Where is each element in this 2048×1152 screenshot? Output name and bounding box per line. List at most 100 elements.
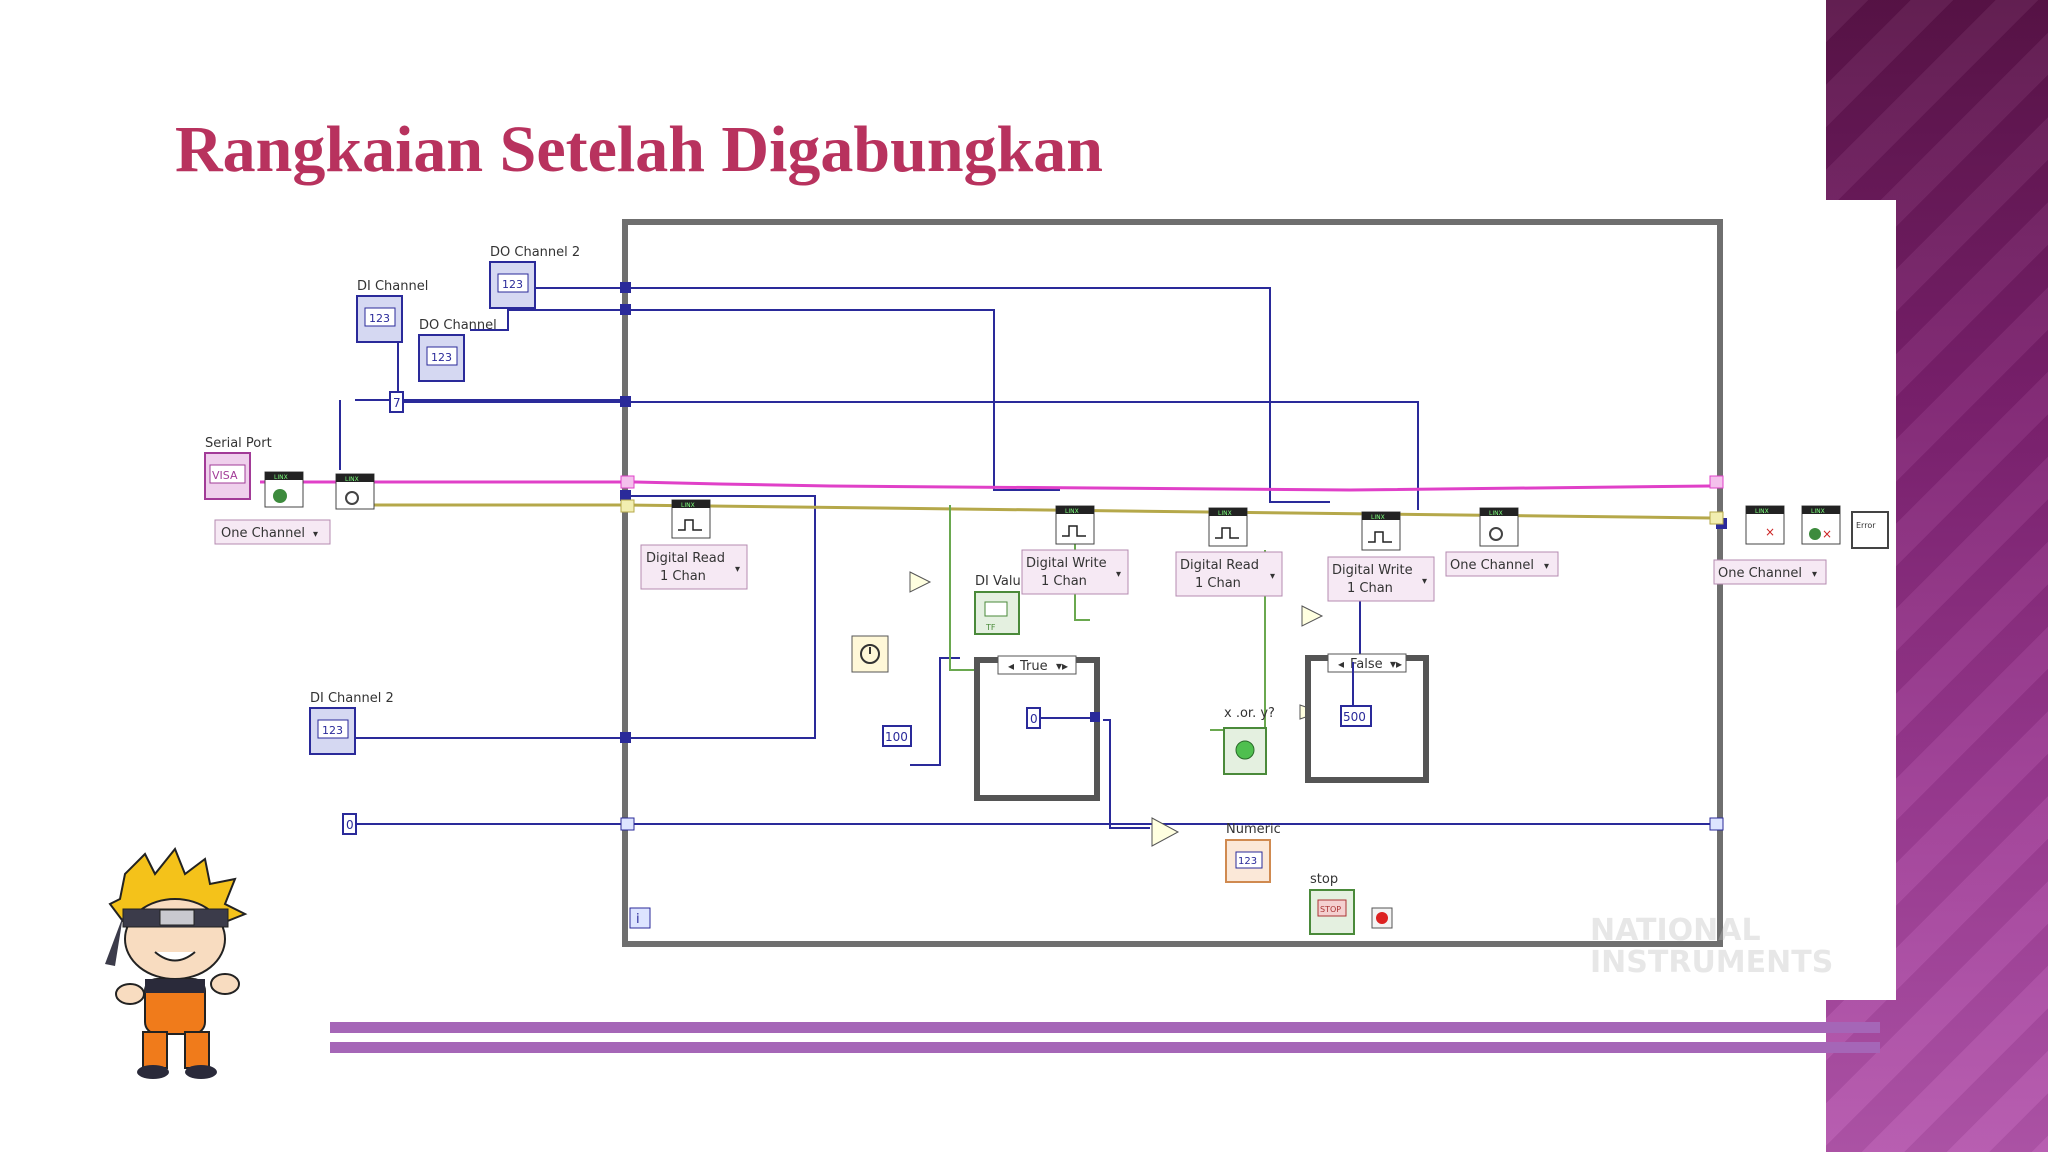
svg-text:▾: ▾ [1544,561,1549,572]
linx-digital-write-node-2: LINX [1361,511,1401,551]
one-channel-selector-2[interactable]: One Channel ▾ [1445,551,1559,577]
loop-iteration-terminal: i [629,907,651,929]
while-loop-frame [622,219,1723,947]
svg-text:Digital Read: Digital Read [1180,558,1259,573]
svg-text:True: True [1019,659,1048,674]
svg-text:7: 7 [393,396,401,410]
svg-text:stop: stop [1310,872,1338,887]
digital-read-selector-2[interactable]: Digital Read 1 Chan ▾ [1175,551,1283,597]
svg-text:DI Channel: DI Channel [357,279,428,294]
cartoon-character-image [25,804,330,1106]
svg-text:LINX: LINX [1218,510,1232,517]
svg-text:▾: ▾ [1422,576,1427,587]
svg-text:False: False [1350,657,1383,672]
svg-text:Digital Write: Digital Write [1026,556,1107,571]
svg-text:One Channel: One Channel [221,526,305,541]
svg-text:123: 123 [322,724,343,737]
svg-text:1 Chan: 1 Chan [660,569,706,584]
not-gate-1 [909,571,932,593]
shift-register-visa-right [1709,475,1724,489]
timer-icon [851,635,889,673]
linx-open-node: LINX [264,471,304,508]
svg-text:◂: ◂ [1338,657,1344,671]
svg-text:×: × [1822,527,1832,541]
case-structure-true: ◂ True ▾▸ 0 [974,655,1100,801]
svg-text:Numeric: Numeric [1226,822,1281,837]
svg-text:DO Channel: DO Channel [419,318,497,333]
svg-text:▾: ▾ [1812,569,1817,580]
svg-text:i: i [636,912,640,927]
svg-text:VISA: VISA [212,469,238,482]
svg-text:▾: ▾ [735,564,740,575]
svg-text:123: 123 [1238,856,1257,867]
svg-text:×: × [1765,525,1775,539]
svg-text:x .or. y?: x .or. y? [1224,706,1275,721]
linx-node-config-2: LINX [1479,507,1519,547]
svg-text:▾▸: ▾▸ [1390,657,1402,671]
svg-text:NATIONAL: NATIONAL [1590,913,1761,948]
digital-read-selector-1[interactable]: Digital Read 1 Chan ▾ [640,544,748,590]
svg-text:LINX: LINX [1489,510,1503,517]
svg-text:STOP: STOP [1320,905,1341,914]
svg-text:LINX: LINX [1755,508,1769,515]
svg-text:◂: ◂ [1008,659,1014,673]
di-value-indicator: DI Valu TF [974,574,1021,635]
wire-di-channel-2 [350,495,816,739]
svg-text:123: 123 [502,278,523,291]
svg-text:LINX: LINX [274,474,288,481]
svg-text:Error: Error [1856,521,1876,530]
linx-digital-write-node-1: LINX [1055,505,1095,545]
svg-text:TF: TF [985,623,996,632]
wire-visa-resource [260,480,1711,492]
svg-text:LINX: LINX [1065,508,1079,515]
svg-text:One Channel: One Channel [1718,566,1802,581]
svg-text:LINX: LINX [1371,514,1385,521]
svg-text:0: 0 [1030,712,1038,726]
linx-config-node: LINX [335,473,375,510]
svg-text:LINX: LINX [681,502,695,509]
linx-digital-read-node-2: LINX [1208,507,1248,547]
svg-text:DO Channel 2: DO Channel 2 [490,245,580,260]
svg-text:LINX: LINX [1811,508,1825,515]
shift-register-visa-left [620,475,635,489]
svg-text:100: 100 [885,730,908,744]
do-channel-2-control[interactable]: DO Channel 2 123 [489,245,580,309]
shift-register-numeric-left [620,817,635,831]
svg-text:One Channel: One Channel [1450,558,1534,573]
numeric-indicator: Numeric 123 [1225,822,1281,883]
svg-text:500: 500 [1343,710,1366,724]
loop-condition-terminal [1371,907,1393,929]
svg-text:123: 123 [369,312,390,325]
serial-port-control[interactable]: Serial Port VISA [204,436,272,500]
linx-close-node-2: LINX × [1801,505,1841,545]
svg-text:▾: ▾ [1270,571,1275,582]
const-zero-outside: 0 [342,813,357,835]
case-structure-false: ◂ False ▾▸ 500 [1305,653,1429,783]
decorative-bottom-lines [330,1022,1880,1058]
digital-write-selector-2[interactable]: Digital Write 1 Chan ▾ [1327,556,1435,602]
national-instruments-watermark: NATIONAL INSTRUMENTS [1590,913,1833,980]
const-100: 100 [882,725,912,747]
svg-text:DI Channel 2: DI Channel 2 [310,691,394,706]
slide-title: Rangkaian Setelah Digabungkan [175,113,1103,186]
svg-text:123: 123 [431,351,452,364]
boolean-led-indicator [1223,727,1267,775]
wire-do-channel-2 [535,287,1330,503]
svg-text:Digital Write: Digital Write [1332,563,1413,578]
di-channel-2-control[interactable]: DI Channel 2 123 [309,691,394,755]
do-channel-control[interactable]: DO Channel 123 [418,318,497,382]
block-diagram-screenshot: DO Channel 2 123 DI Channel 123 DO Chann… [190,200,1896,1000]
stop-button-control[interactable]: stop STOP [1309,872,1355,935]
increment-node [1151,817,1180,847]
not-gate-2 [1301,605,1324,627]
digital-write-selector-1[interactable]: Digital Write 1 Chan ▾ [1021,549,1129,595]
simple-error-handler: Error [1851,511,1889,549]
svg-text:▾: ▾ [1116,569,1121,580]
one-channel-selector-3[interactable]: One Channel ▾ [1713,559,1827,585]
svg-text:1 Chan: 1 Chan [1347,581,1393,596]
di-channel-control[interactable]: DI Channel 123 [356,279,428,343]
svg-text:▾▸: ▾▸ [1056,659,1068,673]
one-channel-selector-1[interactable]: One Channel ▾ [214,519,331,545]
linx-close-node-1: LINX × [1745,505,1785,545]
svg-text:LINX: LINX [345,476,359,483]
